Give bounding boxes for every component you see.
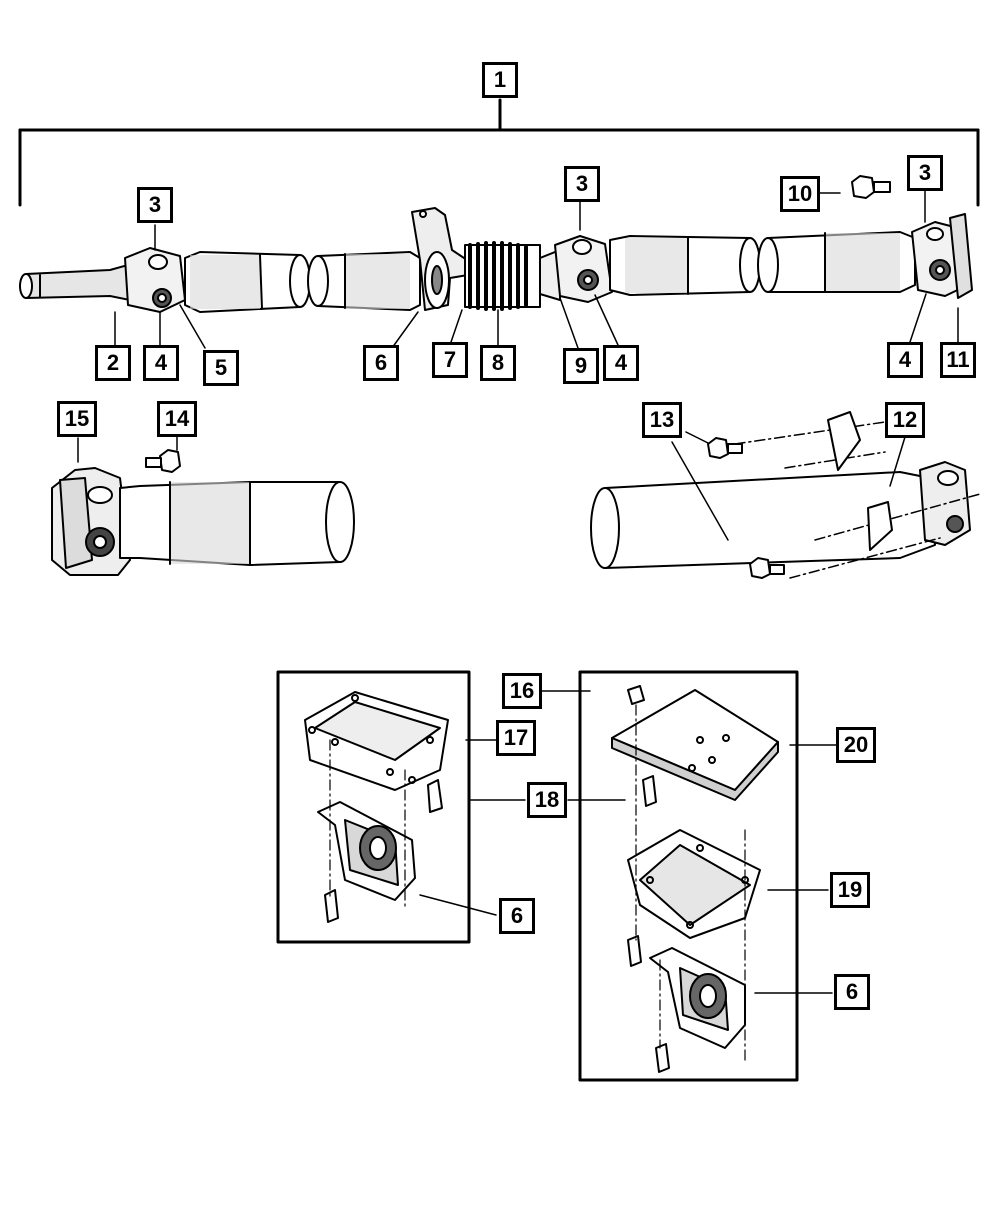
- bracket-19: [627, 829, 761, 939]
- assembly-bracket: [18, 98, 980, 207]
- callout-3-center: 3: [564, 166, 600, 202]
- callout-2: 2: [95, 345, 131, 381]
- callout-12: 12: [885, 402, 925, 438]
- callout-14: 14: [157, 401, 197, 437]
- bracket-17: [304, 691, 449, 813]
- callout-20: 20: [836, 727, 876, 763]
- callout-6-right-box: 6: [834, 974, 870, 1010]
- callout-5: 5: [203, 350, 239, 386]
- callout-15: 15: [57, 401, 97, 437]
- callout-13: 13: [642, 402, 682, 438]
- front-driveshaft-section: [19, 175, 973, 313]
- callout-8: 8: [480, 345, 516, 381]
- callout-4-front: 4: [143, 345, 179, 381]
- callout-18: 18: [527, 782, 567, 818]
- callout-3-rear: 3: [907, 155, 943, 191]
- center-bearing-6-left: [317, 801, 416, 923]
- callout-16: 16: [502, 673, 542, 709]
- companion-flange: [949, 213, 973, 299]
- callout-1: 1: [482, 62, 518, 98]
- bolt-10: [851, 175, 891, 199]
- callout-4-rear: 4: [887, 342, 923, 378]
- callout-7: 7: [432, 342, 468, 378]
- callout-19: 19: [830, 872, 870, 908]
- boot: [464, 241, 541, 311]
- alt-front-yoke-section: [51, 449, 355, 576]
- callout-4-center: 4: [603, 345, 639, 381]
- callout-11: 11: [940, 342, 976, 378]
- slip-yoke: [21, 264, 131, 301]
- center-u-joint: [554, 235, 613, 303]
- callout-6-left-box: 6: [499, 898, 535, 934]
- leader-lines: [77, 189, 959, 994]
- callout-9: 9: [563, 348, 599, 384]
- callout-10: 10: [780, 176, 820, 212]
- callout-17: 17: [496, 720, 536, 756]
- bolt-14: [159, 449, 181, 473]
- center-bearing-6-right: [627, 935, 746, 1073]
- callout-3-front: 3: [137, 187, 173, 223]
- callout-6-top: 6: [363, 345, 399, 381]
- rear-tube-with-damper: [590, 411, 981, 579]
- bracket-20: [611, 685, 779, 807]
